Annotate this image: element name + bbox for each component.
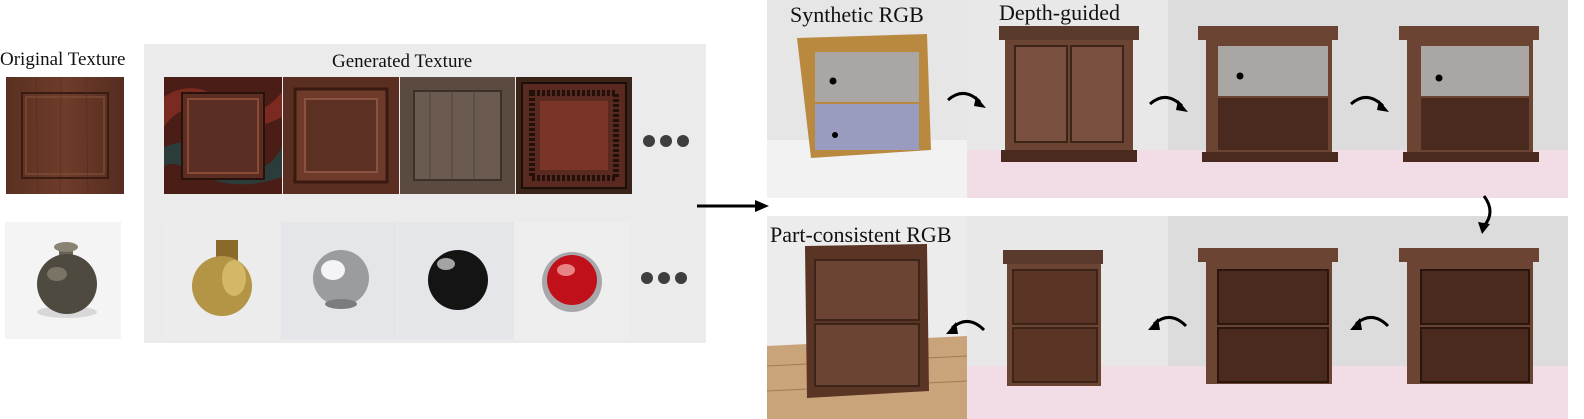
curved-arrow-1	[947, 92, 986, 108]
curved-arrow-back-2	[1148, 316, 1188, 330]
curved-arrow-back-3	[946, 320, 986, 334]
original-knob	[5, 222, 121, 339]
generated-door-texture-1	[164, 77, 282, 194]
door-stage-1	[1168, 0, 1369, 198]
generated-knob-brass	[164, 222, 280, 339]
curved-arrow-back-1	[1350, 316, 1390, 330]
generated-door-texture-3	[400, 77, 515, 194]
depth-guided-output	[967, 0, 1168, 198]
generated-knob-black	[398, 222, 514, 339]
curved-arrow-down	[1478, 195, 1492, 234]
door-stage-2	[1369, 0, 1568, 198]
more-door-textures-ellipsis	[643, 135, 689, 147]
part-consistent-final	[767, 216, 967, 419]
more-knob-textures-ellipsis	[641, 272, 687, 284]
bottom-stage-2	[1168, 216, 1369, 419]
curved-arrow-2	[1149, 96, 1188, 112]
generated-knob-chrome	[281, 222, 397, 339]
generated-texture-label: Generated Texture	[332, 51, 473, 72]
synthetic-rgb-label: Synthetic RGB	[790, 2, 924, 27]
original-texture-label: Original Texture	[0, 49, 126, 70]
part-consistent-rgb-label: Part-consistent RGB	[770, 222, 952, 247]
generated-door-texture-4	[516, 77, 632, 194]
bottom-stage-1	[967, 216, 1168, 419]
original-door-texture	[6, 77, 124, 194]
generated-knob-red	[514, 222, 630, 339]
depth-guided-label: Depth-guided	[999, 0, 1120, 25]
generated-door-texture-2	[283, 77, 399, 194]
bottom-stage-3	[1369, 216, 1568, 419]
synthetic-rgb-render	[767, 0, 967, 198]
curved-arrow-3	[1350, 96, 1389, 112]
texture-to-pipeline-arrow	[697, 200, 769, 212]
